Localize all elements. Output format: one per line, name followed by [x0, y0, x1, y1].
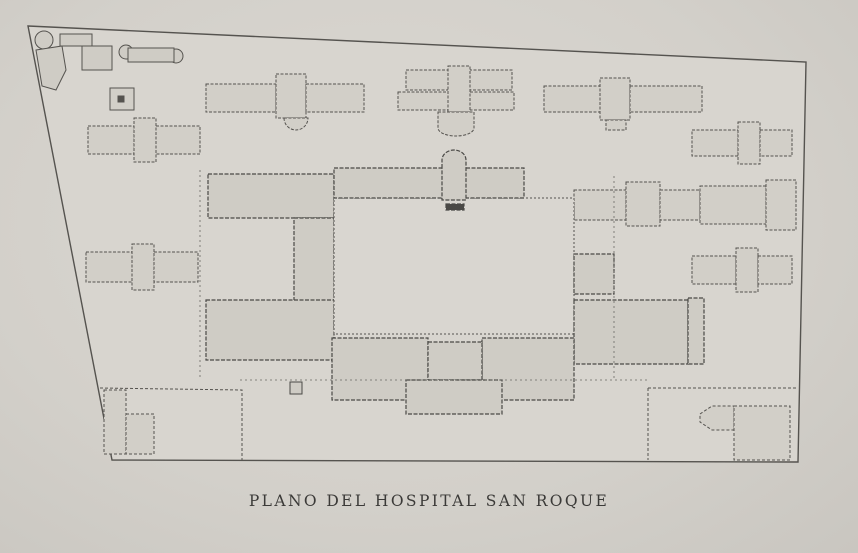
site-walkways [199, 170, 650, 381]
bottom-left-enclosure [99, 387, 243, 460]
figure-caption: PLANO DEL HOSPITAL SAN ROQUE [248, 492, 610, 510]
pavilion-top-2 [397, 65, 515, 137]
central-bottom-block [331, 337, 575, 415]
pavilion-left-1 [87, 117, 201, 163]
central-courtyard [333, 197, 575, 335]
pavilion-top-3 [543, 77, 703, 131]
corner-building-top-left [34, 30, 184, 91]
pavilion-top-1 [205, 73, 365, 131]
pavilion-left-2 [85, 243, 199, 291]
pavilion-right-3 [691, 247, 793, 293]
gatehouse [289, 381, 303, 395]
central-top-corridor [333, 149, 525, 211]
bottom-right-enclosure [647, 387, 798, 461]
pavilion-right-1 [691, 121, 793, 165]
pavilion-left-small [109, 87, 135, 111]
central-right-wing [573, 253, 705, 365]
central-left-wing [205, 173, 335, 361]
pavilion-right-2 [573, 179, 797, 231]
